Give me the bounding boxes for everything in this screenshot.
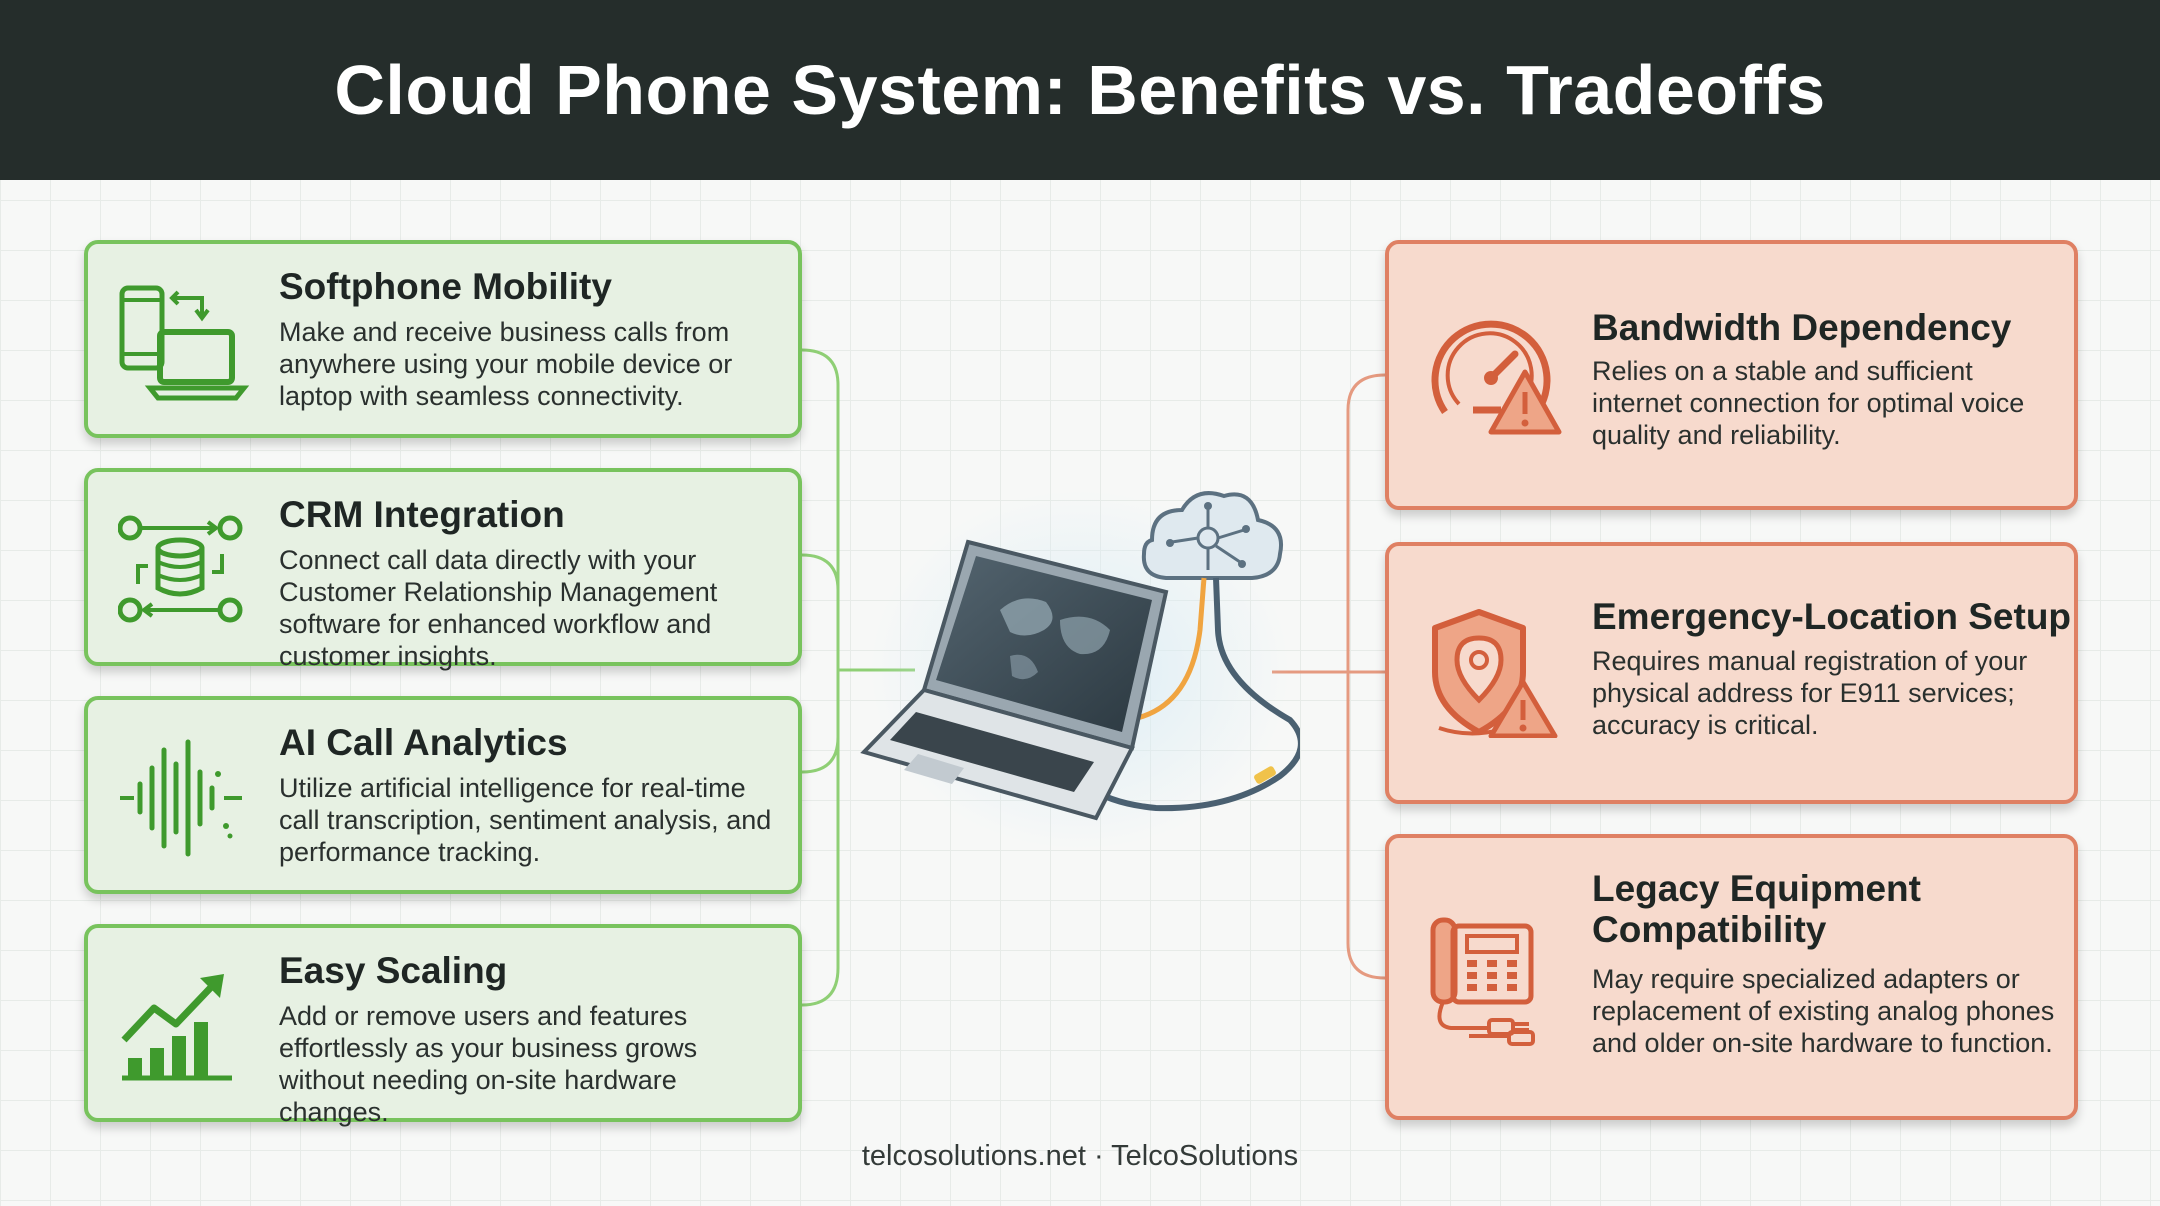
cloud-icon [1141,491,1283,580]
tradeoff-title: Emergency-Location Setup [1592,596,2072,637]
devices-sync-icon [119,285,250,401]
tradeoff-title: Bandwidth Dependency [1592,307,2012,348]
database-flow-icon [118,515,243,623]
benefit-description: Connect call data directly with your Cus… [279,545,718,671]
sound-wave-icon [120,739,242,857]
benefit-card-softphone-mobility: Softphone Mobility Make and receive busi… [84,240,802,438]
tradeoff-card-bandwidth-dependency: Bandwidth Dependency Relies on a stable … [1385,240,2078,510]
tradeoff-card-legacy-equipment-compatibility: Legacy Equipment Compatibility May requi… [1385,834,2078,1120]
benefit-title: Easy Scaling [279,950,508,991]
tradeoff-card-emergency-location-setup: Emergency-Location Setup Requires manual… [1385,542,2078,804]
benefit-description: Utilize artificial intelligence for real… [279,773,772,867]
header-bar: Cloud Phone System: Benefits vs. Tradeof… [0,0,2160,180]
speedometer-warning-icon [1431,320,1562,435]
tradeoff-description: May require specialized adapters or repl… [1592,964,2055,1058]
benefit-card-crm-integration: CRM Integration Connect call data direct… [84,468,802,671]
benefit-description: Add or remove users and features effortl… [279,1001,698,1127]
benefit-title: CRM Integration [279,494,565,535]
benefit-title: AI Call Analytics [279,722,568,763]
tradeoff-title: Legacy Equipment Compatibility [1592,868,1921,951]
benefit-card-easy-scaling: Easy Scaling Add or remove users and fea… [84,924,802,1127]
location-shield-warning-icon [1432,609,1558,738]
page-title: Cloud Phone System: Benefits vs. Tradeof… [334,51,1826,129]
tradeoff-description: Requires manual registration of your phy… [1592,646,2028,740]
footer-credit: telcosolutions.net · TelcoSolutions [861,1140,1299,1172]
desk-phone-adapter-icon [1430,917,1535,1046]
tradeoff-description: Relies on a stable and sufficient intern… [1592,356,2025,450]
laptop-icon [860,539,1169,821]
benefit-card-ai-call-analytics: AI Call Analytics Utilize artificial int… [84,696,802,894]
laptop-cloud-illustration [860,490,1300,850]
benefit-title: Softphone Mobility [279,266,612,307]
growth-chart-icon [121,974,232,1081]
benefit-description: Make and receive business calls from any… [279,317,733,411]
